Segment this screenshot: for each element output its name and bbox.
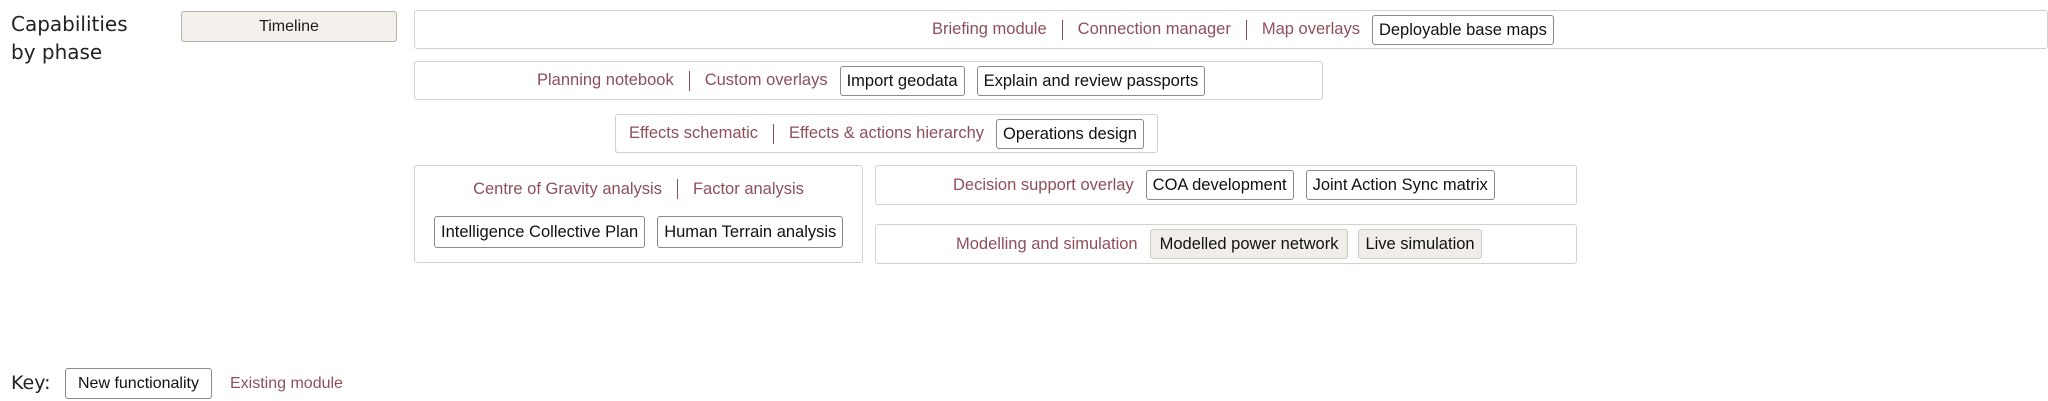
new-modelled-power-network[interactable]: Modelled power network [1149,229,1349,259]
separator [676,179,678,199]
separator [773,123,774,144]
separator [1061,19,1063,40]
module-decision-support-overlay[interactable]: Decision support overlay [953,175,1134,194]
module-factor-analysis[interactable]: Factor analysis [692,179,804,198]
new-operations-design[interactable]: Operations design [996,118,1144,149]
page-title-line1: Capabilities [11,12,128,36]
module-modelling-simulation[interactable]: Modelling and simulation [956,234,1138,253]
new-live-simulation[interactable]: Live simulation [1358,229,1482,259]
timeline-button[interactable]: Timeline [181,11,397,42]
page-title: Capabilities by phase [11,10,181,66]
module-custom-overlays[interactable]: Custom overlays [704,71,828,89]
new-human-terrain-analysis[interactable]: Human Terrain analysis [657,216,844,248]
module-centre-of-gravity[interactable]: Centre of Gravity analysis [473,179,662,198]
module-map-overlays[interactable]: Map overlays [1261,20,1360,38]
page-title-line2: by phase [11,40,103,64]
key-new-functionality: New functionality [65,368,212,399]
new-joint-action-sync-matrix[interactable]: Joint Action Sync matrix [1305,170,1495,200]
module-briefing[interactable]: Briefing module [932,20,1047,38]
key-label: Key: [11,372,51,394]
new-explain-review-passports[interactable]: Explain and review passports [976,65,1206,96]
module-connection-manager[interactable]: Connection manager [1077,20,1231,38]
phase-row-4-right: Decision support overlay COA development… [875,165,1577,205]
phase-row-3: Effects schematic Effects & actions hier… [615,114,1158,153]
new-intelligence-collective-plan[interactable]: Intelligence Collective Plan [434,216,646,248]
phase-row-2: Planning notebook Custom overlays Import… [414,61,1323,100]
module-planning-notebook[interactable]: Planning notebook [537,71,674,89]
new-deployable-base-maps[interactable]: Deployable base maps [1371,14,1554,45]
separator [688,70,690,91]
new-import-geodata[interactable]: Import geodata [839,65,965,96]
separator [1245,19,1247,40]
phase-row-1: Briefing module Connection manager Map o… [414,10,2048,49]
module-effects-schematic[interactable]: Effects schematic [629,124,758,142]
new-coa-development[interactable]: COA development [1145,170,1294,200]
phase-row-4-left: Centre of Gravity analysis Factor analys… [414,165,863,263]
key-existing-module: Existing module [230,375,343,392]
module-effects-actions-hierarchy[interactable]: Effects & actions hierarchy [789,124,985,142]
phase-row-5-right: Modelling and simulation Modelled power … [875,224,1577,264]
